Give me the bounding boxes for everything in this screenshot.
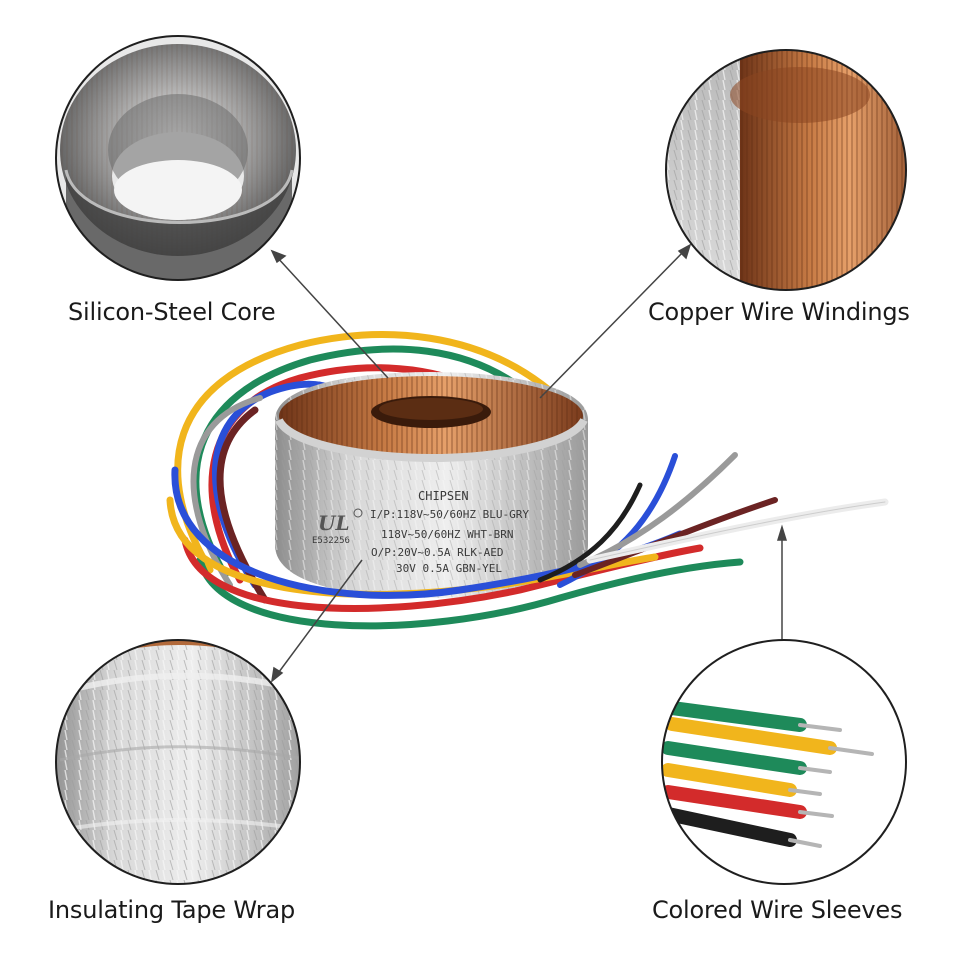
ul-mark-logo: UL [318,508,363,535]
label-cert-number: E532256 [312,536,350,546]
transformer-product: CHIPSEN I/P:118V~50/60HZ BLU-GRY 118V~50… [166,331,889,630]
callout-label-core: Silicon-Steel Core [68,298,276,326]
product-label: CHIPSEN I/P:118V~50/60HZ BLU-GRY 118V~50… [312,489,529,575]
callout-image-insulating-tape [55,639,301,885]
label-line-2: 118V~50/60HZ WHT-BRN [381,528,513,541]
wire-leads-front [166,452,889,630]
label-line-4: 30V 0.5A GBN-YEL [396,562,502,575]
callout-image-wire-sleeves [661,639,907,885]
label-line-3: O/P:20V~0.5A RLK-AED [371,546,503,559]
callout-arrows [270,243,788,683]
label-line-1: I/P:118V~50/60HZ BLU-GRY [370,508,529,521]
callout-label-sleeves: Colored Wire Sleeves [652,896,903,924]
label-brand: CHIPSEN [418,489,469,503]
callout-label-tape: Insulating Tape Wrap [48,896,296,924]
toroid-body [275,372,588,598]
callout-image-copper-windings [665,49,907,291]
callout-image-steel-core [55,35,301,281]
svg-text:UL: UL [318,511,350,535]
callout-label-copper: Copper Wire Windings [648,298,910,326]
